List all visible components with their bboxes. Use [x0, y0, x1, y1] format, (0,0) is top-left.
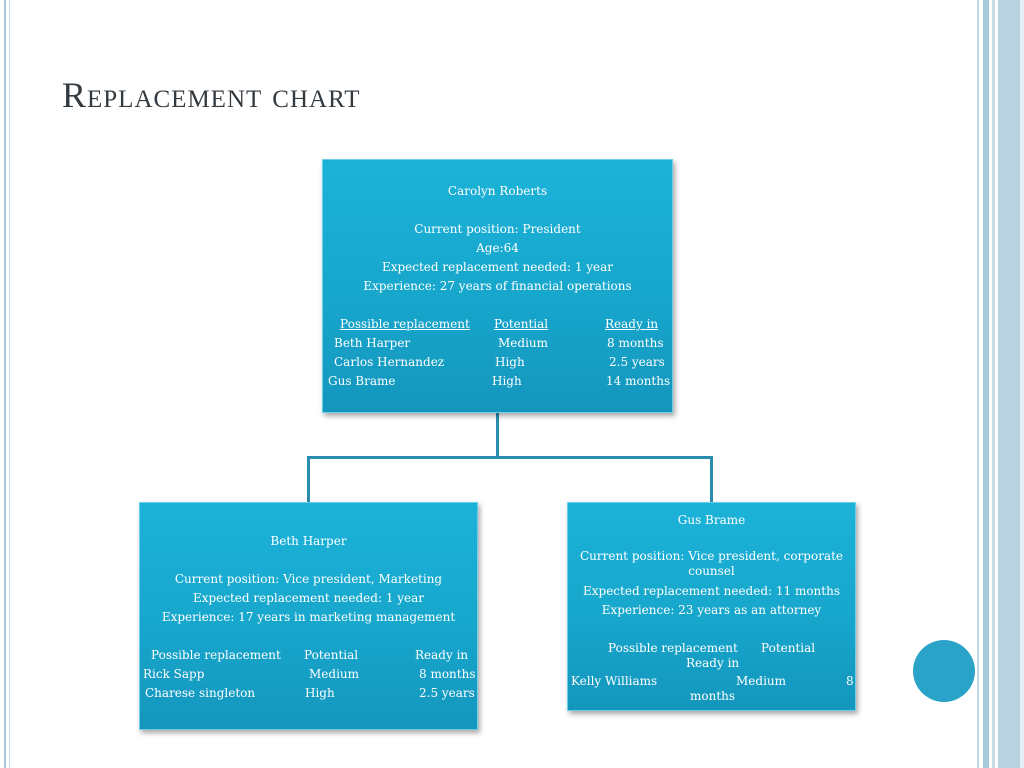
replacement-ready-in: 14 months	[606, 374, 671, 388]
table-header: Possible replacement Potential	[568, 639, 855, 655]
left-frame-line	[9, 0, 10, 768]
header-possible-replacement: Possible replacement	[340, 317, 470, 331]
replacement-ready-in: 8 months	[607, 336, 664, 350]
table-row-wrap: months	[568, 687, 855, 703]
current-position: Current position: President	[414, 222, 581, 236]
replacement-name: Charese singleton	[145, 686, 256, 700]
org-box-beth-harper[interactable]: Beth Harper Current position: Vice presi…	[139, 502, 478, 730]
header-possible-replacement: Possible replacement	[608, 641, 738, 655]
experience: Experience: 17 years in marketing manage…	[161, 610, 456, 624]
table-header: Possible replacement Potential Ready in	[323, 315, 672, 334]
replacement-ready-in: 8 months	[419, 667, 476, 681]
replacement-name: Kelly Williams	[571, 674, 658, 688]
replacement-ready-in: 2.5 years	[419, 686, 475, 700]
replacement-needed: Expected replacement needed: 1 year	[381, 260, 614, 274]
connector-vertical-top	[496, 412, 499, 458]
current-position: Current position: Vice president, Market…	[174, 572, 443, 586]
header-ready-in: Ready in	[605, 317, 659, 331]
connector-horizontal	[307, 456, 713, 459]
header-potential: Potential	[494, 317, 549, 331]
table-row: Carlos Hernandez High 2.5 years	[323, 353, 672, 372]
connector-vertical-left	[307, 456, 310, 502]
right-decor-stripe	[1020, 0, 1024, 768]
right-decor-stripe	[983, 0, 989, 768]
replacement-potential: High	[305, 686, 335, 700]
left-frame-bar	[4, 0, 6, 768]
replacement-ready-in: 8	[846, 674, 854, 688]
table-header: Possible replacement Potential Ready in	[140, 646, 477, 665]
age: Age:64	[476, 241, 519, 255]
connector-vertical-right	[710, 456, 713, 502]
org-box-gus-brame[interactable]: Gus Brame Current position: Vice preside…	[567, 502, 856, 711]
replacement-potential: High	[495, 355, 525, 369]
replacement-potential: Medium	[309, 667, 360, 681]
table-row: Beth Harper Medium 8 months	[323, 334, 672, 353]
table-header-wrap: Ready in	[568, 654, 855, 672]
header-potential: Potential	[761, 641, 816, 655]
replacement-potential: High	[492, 374, 522, 388]
header-ready-in: Ready in	[686, 656, 740, 670]
person-name: Gus Brame	[677, 513, 746, 527]
decorative-circle	[913, 640, 975, 702]
replacement-name: Carlos Hernandez	[334, 355, 445, 369]
replacement-needed: Expected replacement needed: 1 year	[192, 591, 425, 605]
replacement-needed: Expected replacement needed: 11 months	[582, 584, 840, 598]
replacement-ready-in-unit: months	[690, 689, 736, 703]
right-decor-stripe	[992, 0, 995, 768]
replacement-potential: Medium	[736, 674, 787, 688]
header-ready-in: Ready in	[415, 648, 469, 662]
person-name: Carolyn Roberts	[447, 184, 548, 198]
replacement-name: Beth Harper	[334, 336, 411, 350]
org-box-carolyn-roberts[interactable]: Carolyn Roberts Current position: Presid…	[322, 159, 673, 413]
header-possible-replacement: Possible replacement	[151, 648, 281, 662]
replacement-ready-in: 2.5 years	[609, 355, 665, 369]
experience: Experience: 27 years of financial operat…	[363, 279, 632, 293]
right-decor-stripe	[998, 0, 1020, 768]
right-decor-stripe	[977, 0, 979, 768]
header-potential: Potential	[304, 648, 359, 662]
slide-title: Replacement chart	[62, 75, 361, 115]
table-row: Rick Sapp Medium 8 months	[140, 665, 477, 684]
table-row: Charese singleton High 2.5 years	[140, 684, 477, 703]
replacement-name: Rick Sapp	[143, 667, 205, 681]
table-row: Kelly Williams Medium 8	[568, 672, 855, 688]
person-name: Beth Harper	[270, 534, 347, 548]
replacement-name: Gus Brame	[328, 374, 396, 388]
current-position: Current position: Vice president, corpor…	[579, 549, 844, 578]
experience: Experience: 23 years as an attorney	[601, 603, 822, 617]
replacement-potential: Medium	[498, 336, 549, 350]
table-row: Gus Brame High 14 months	[323, 372, 672, 391]
